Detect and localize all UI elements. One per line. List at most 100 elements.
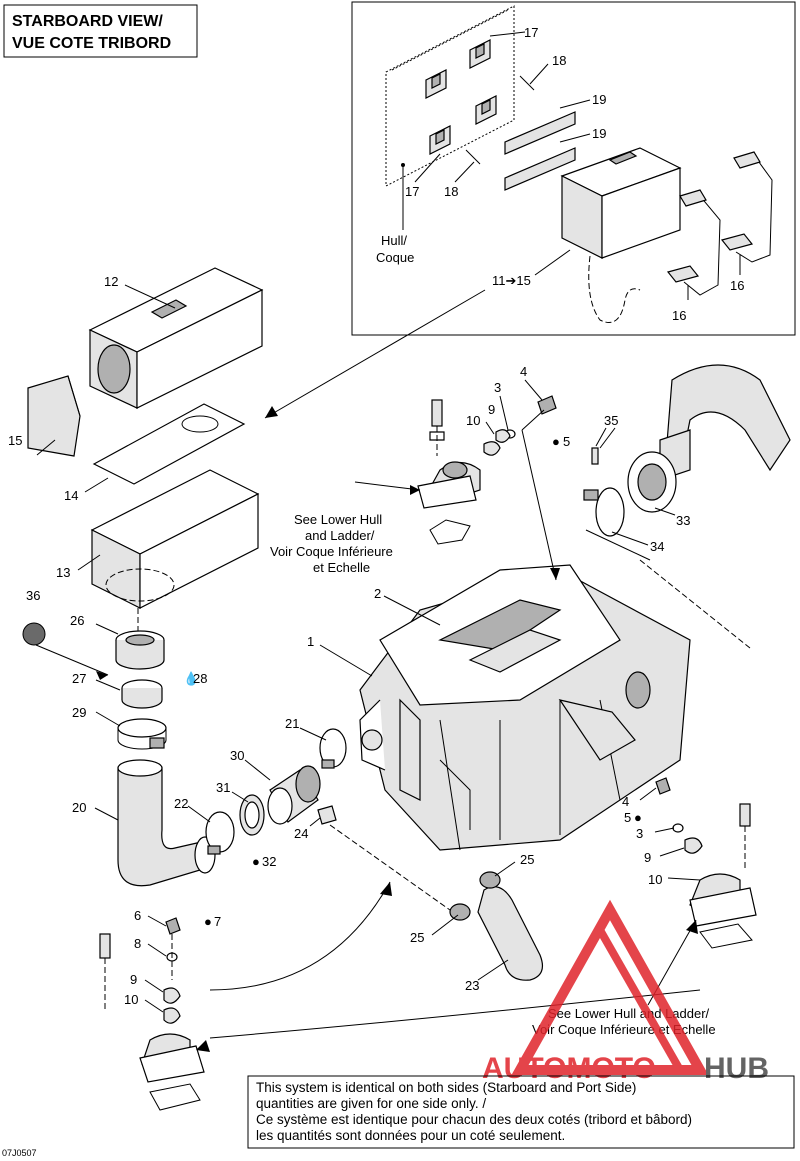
washer-10-left — [163, 1007, 181, 1024]
callout-15: 15 — [8, 433, 22, 448]
leader-lines — [36, 284, 701, 1013]
mount-bracket-left — [425, 69, 447, 99]
inset-air-box-assembly — [560, 147, 682, 323]
washer-9-left — [163, 987, 181, 1004]
pin-35 — [591, 447, 599, 465]
callout-17: 17 — [524, 25, 538, 40]
callout-32: 32 — [262, 854, 276, 869]
filter-element-36 — [22, 622, 46, 646]
rubber-strip-19-lower — [504, 147, 576, 191]
callout-14: 14 — [64, 488, 78, 503]
clamp-29 — [117, 718, 167, 738]
callout-22: 22 — [174, 796, 188, 811]
callout-28: 💧 — [183, 671, 199, 686]
lower-hull-note-bottom-1: See Lower Hull and Ladder/ — [548, 1006, 710, 1021]
view-title: STARBOARD VIEW/ VUE COTE TRIBORD — [3, 4, 198, 58]
exhaust-outlet-group — [583, 364, 791, 649]
inset-reference-arrow — [264, 289, 486, 419]
mount-bracket-17-lower — [429, 125, 451, 155]
bolt-4 — [537, 395, 557, 415]
callout-33: 33 — [676, 513, 690, 528]
bolt-6 — [165, 917, 181, 935]
view-title-line2: VUE COTE TRIBORD — [12, 35, 171, 52]
callout-3: 3 — [494, 380, 501, 395]
callout-36: 36 — [26, 588, 40, 603]
callout-26: 26 — [70, 613, 84, 628]
callout-10: 10 — [466, 413, 480, 428]
flap-15 — [27, 375, 81, 457]
lower-hull-note-top-2: and Ladder/ — [305, 528, 375, 543]
callout-20: 20 — [72, 800, 86, 815]
watermark: AUTOMOTO HUB — [482, 899, 769, 1085]
callout-29: 29 — [72, 705, 86, 720]
callout-7: 7 — [214, 914, 221, 929]
callout-31: 31 — [216, 780, 230, 795]
hull-label-fr: Coque — [376, 250, 414, 265]
watermark-text-part2: HUB — [704, 1052, 769, 1085]
system-note: This system is identical on both sides (… — [247, 1075, 795, 1149]
system-note-line3: Ce système est identique pour chacun des… — [256, 1112, 692, 1127]
washer-9 — [495, 429, 511, 443]
drop-icon: ● — [252, 854, 260, 869]
reference-code: 07J0507 — [2, 1148, 37, 1158]
right-engine-mount — [655, 777, 757, 949]
callout-5: 5 — [624, 810, 631, 825]
drop-icon: ● — [552, 434, 560, 449]
callout-18: 18 — [444, 184, 458, 199]
callout-35: 35 — [604, 413, 618, 428]
hose-23 — [449, 871, 543, 981]
engine-1 — [359, 564, 691, 851]
callout-4: 4 — [520, 364, 527, 379]
callout-4: 4 — [622, 794, 629, 809]
clamp-34 — [595, 487, 625, 537]
watermark-triangle — [511, 899, 709, 1075]
rubber-strip-19-upper — [504, 111, 576, 155]
fitting-24 — [317, 805, 337, 825]
outlet-pipe — [664, 364, 791, 472]
callout-18: 18 — [552, 53, 566, 68]
callout-9: 9 — [644, 850, 651, 865]
callout-30: 30 — [230, 748, 244, 763]
lower-hull-note-top-4: et Echelle — [313, 560, 370, 575]
inset-hull-mount-panel — [351, 1, 796, 336]
callout-8: 8 — [134, 936, 141, 951]
retaining-strap-16-b — [720, 151, 773, 263]
system-note-line1: This system is identical on both sides (… — [256, 1080, 636, 1095]
callout-12: 12 — [104, 274, 118, 289]
callout-2: 2 — [374, 586, 381, 601]
callout-19: 19 — [592, 126, 606, 141]
callout-labels: 17 18 19 19 17 18 Hull/ Coque 11➔15 16 1… — [8, 25, 744, 1037]
callout-9: 9 — [488, 402, 495, 417]
upper-engine-mount — [417, 395, 560, 581]
callout-10: 10 — [648, 872, 662, 887]
retaining-strap-16-a — [666, 189, 721, 296]
callout-6: 6 — [134, 908, 141, 923]
lower-hull-note-top-3: Voir Coque Inférieure — [270, 544, 393, 559]
callout-27: 27 — [72, 671, 86, 686]
callout-16: 16 — [730, 278, 744, 293]
gasket-14 — [92, 403, 246, 485]
bolt-4-right — [655, 777, 671, 795]
view-title-line1: STARBOARD VIEW/ — [12, 13, 163, 30]
callout-3: 3 — [636, 826, 643, 841]
callout-10: 10 — [124, 992, 138, 1007]
callout-25: 25 — [410, 930, 424, 945]
callout-19: 19 — [592, 92, 606, 107]
callout-25: 25 — [520, 852, 534, 867]
callout-1: 1 — [307, 634, 314, 649]
group-ref-label: 11➔15 — [492, 273, 531, 288]
mount-bracket-right — [475, 95, 497, 125]
callout-28-num: 28 — [193, 671, 207, 686]
system-note-line2: quantities are given for one side only. … — [256, 1096, 486, 1111]
lower-hull-note-top-1: See Lower Hull — [294, 512, 382, 527]
callout-16: 16 — [672, 308, 686, 323]
callout-9: 9 — [130, 972, 137, 987]
air-intake-box-assembly — [27, 267, 264, 635]
coupler-group — [205, 728, 347, 855]
clamp-25-lower — [449, 903, 471, 921]
intake-hose-stack — [22, 622, 216, 887]
callout-21: 21 — [285, 716, 299, 731]
callout-24: 24 — [294, 826, 308, 841]
watermark-text-part1: AUTOMOTO — [482, 1052, 656, 1085]
drop-icon: ● — [204, 914, 212, 929]
